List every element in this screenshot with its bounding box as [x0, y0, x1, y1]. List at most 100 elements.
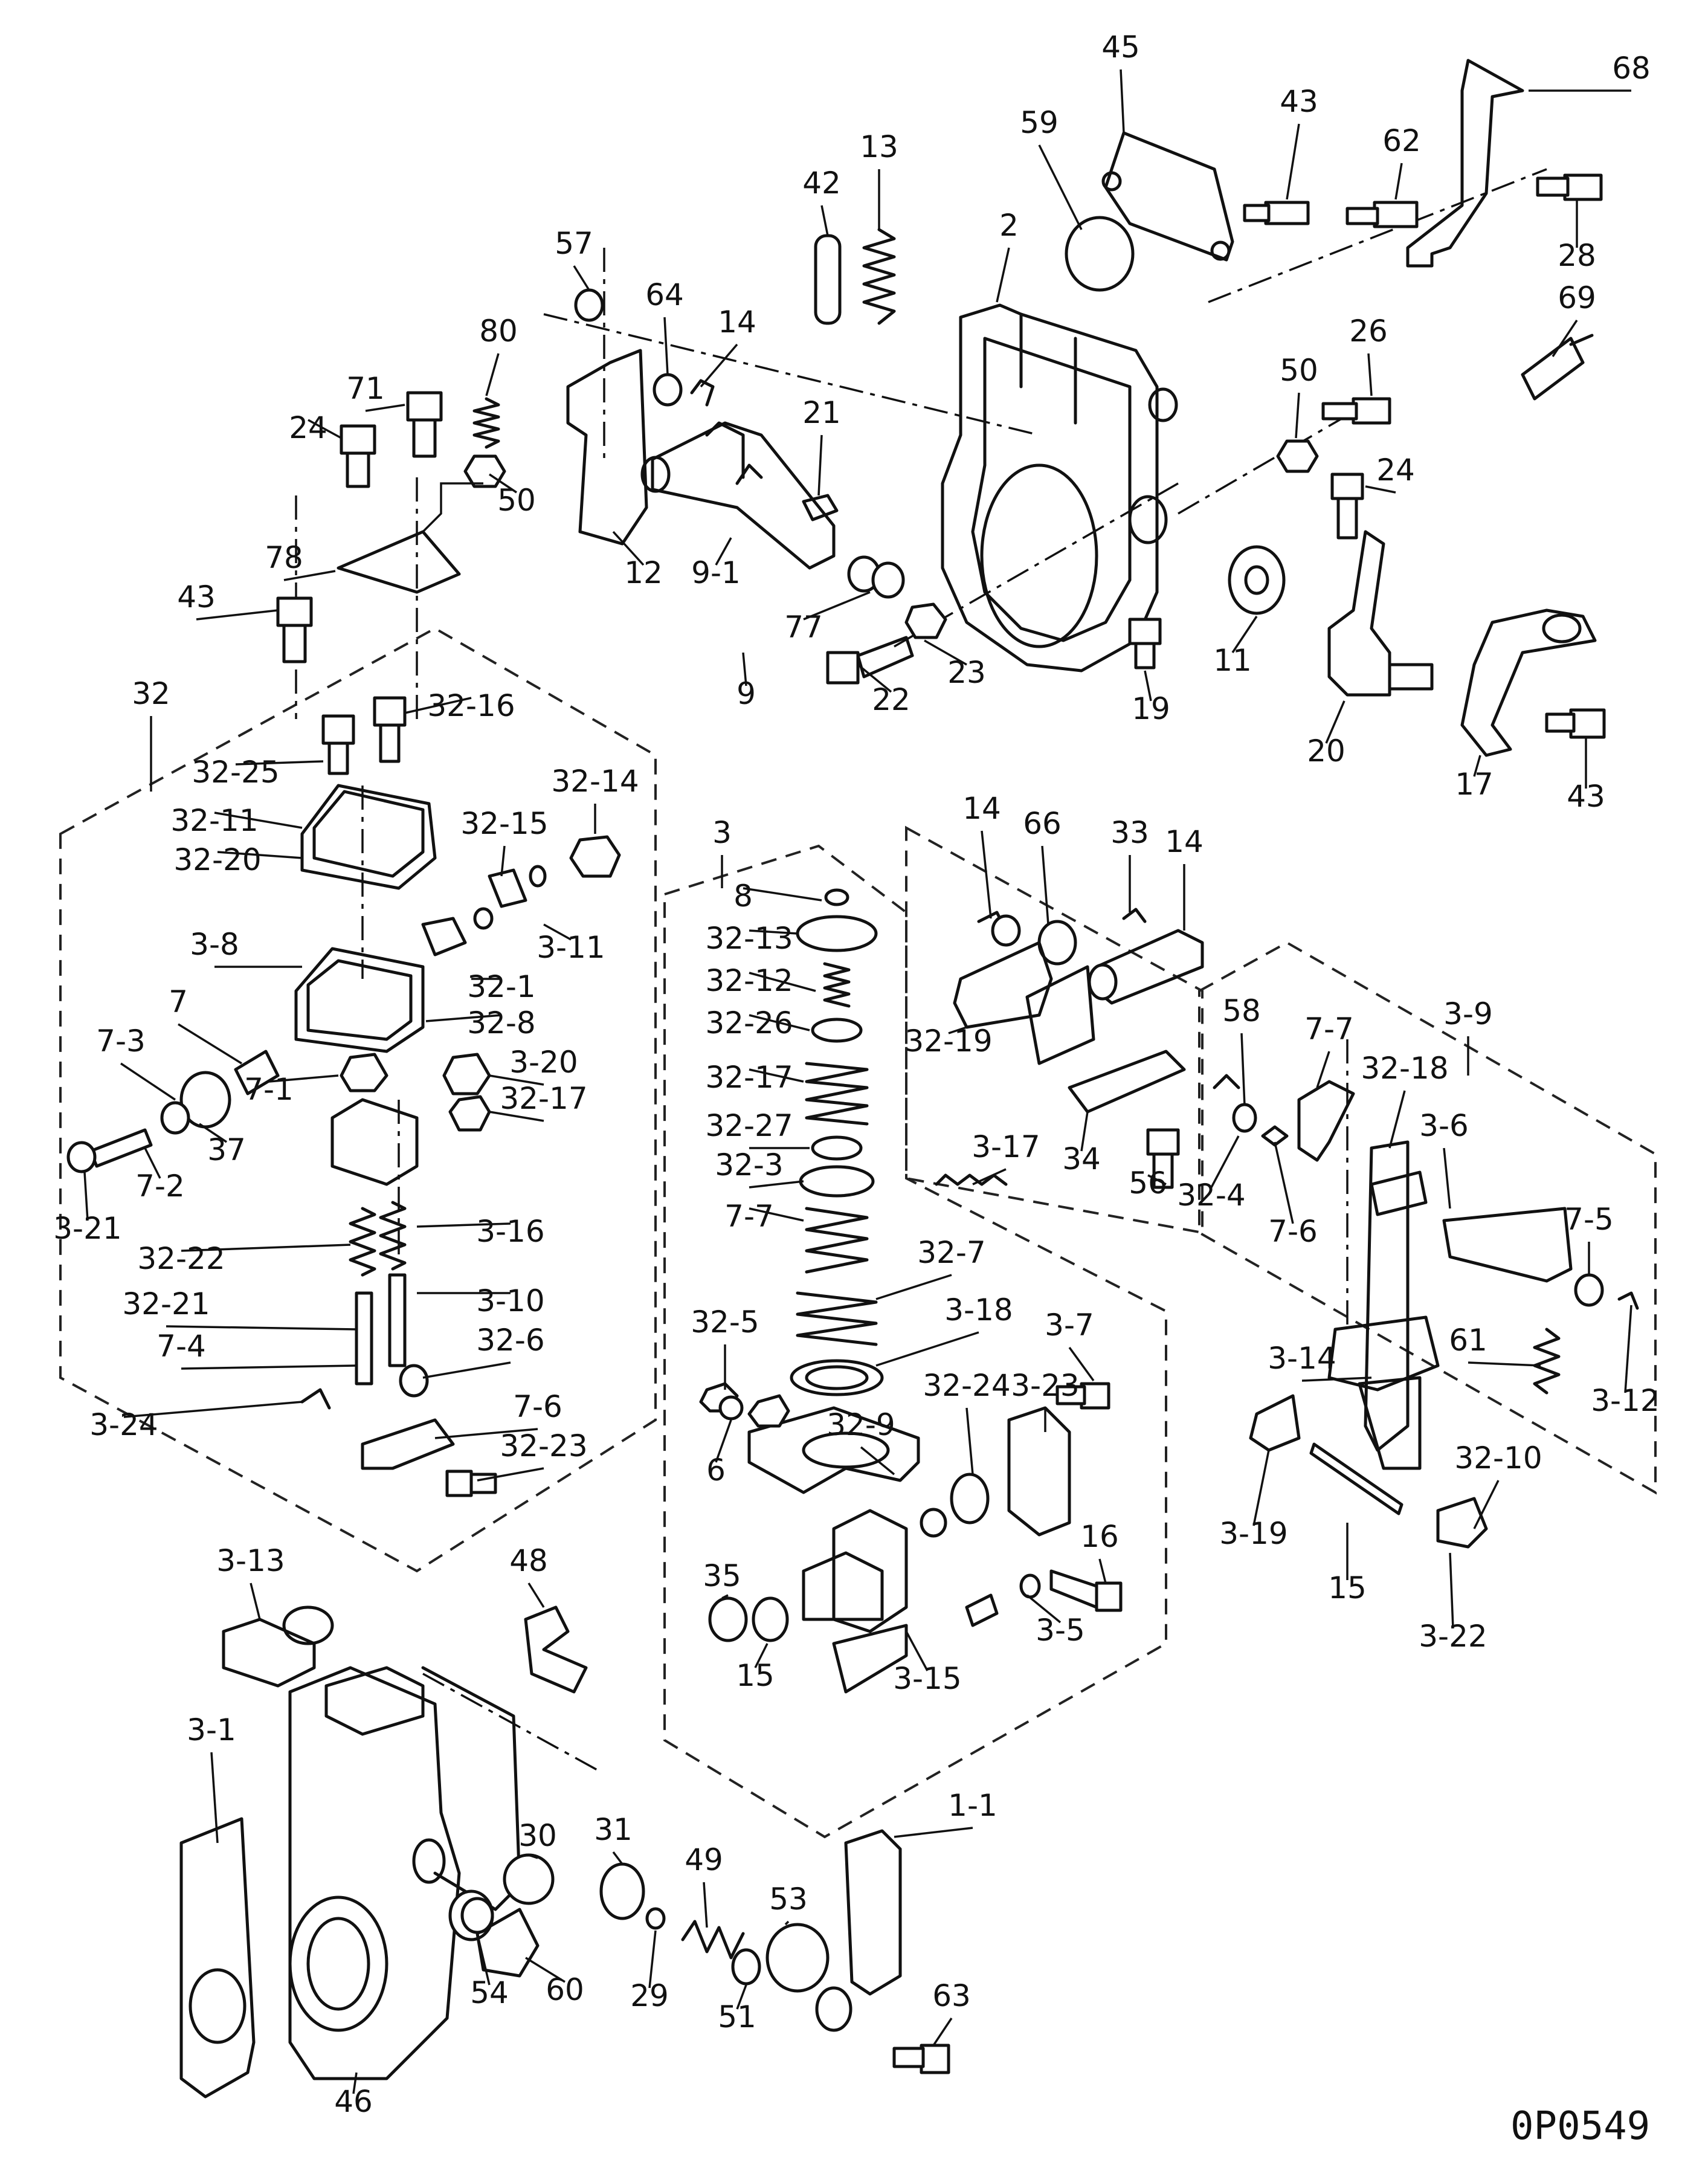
- bracket-eye: [815, 1986, 852, 2032]
- leader-line: [425, 1014, 502, 1022]
- leader-line: [996, 247, 1010, 303]
- callout-7: 7: [169, 984, 188, 1019]
- leader-line: [1252, 1450, 1270, 1526]
- bolt-part-24-right: [1330, 473, 1364, 540]
- leader-line: [612, 1851, 624, 1865]
- leader-line: [1041, 845, 1049, 925]
- plate-part-17: [1460, 608, 1597, 757]
- leader-line: [123, 1401, 303, 1418]
- leader-line: [749, 1014, 810, 1031]
- leader-line: [736, 1984, 747, 2010]
- spring-hook: [1569, 334, 1594, 346]
- bolt-part-22: [826, 636, 914, 685]
- callout-63: 63: [932, 1978, 971, 2013]
- callout-32-23: 32-23: [500, 1428, 587, 1463]
- leader-line: [181, 1364, 357, 1370]
- boundary-linkage-8: [905, 825, 1204, 1234]
- washer-part-60: [460, 1897, 494, 1934]
- callout-34: 34: [1062, 1141, 1101, 1176]
- callout-3-10: 3-10: [476, 1283, 544, 1318]
- leader-line: [525, 1957, 566, 1983]
- callout-32-14: 32-14: [551, 764, 639, 799]
- callout-3-1: 3-1: [187, 1712, 236, 1747]
- callout-68: 68: [1612, 51, 1651, 86]
- leader-line: [924, 639, 967, 666]
- leader-line: [573, 265, 590, 291]
- callout-7-5: 7-5: [1564, 1202, 1614, 1237]
- callout-15: 15: [1328, 1570, 1367, 1605]
- bolt-part-26: [1321, 397, 1391, 425]
- leader-line: [1080, 1111, 1089, 1152]
- clip-part-14-top: [690, 379, 715, 407]
- bushing-bore: [1244, 565, 1269, 595]
- callout-32-6: 32-6: [476, 1323, 544, 1358]
- leader-line: [83, 1172, 89, 1221]
- leader-line: [749, 1180, 804, 1189]
- leader-line: [972, 1168, 1007, 1186]
- callout-32-13: 32-13: [705, 921, 793, 956]
- leader-line: [1624, 1305, 1632, 1393]
- callout-58: 58: [1222, 993, 1261, 1028]
- callout-42: 42: [802, 166, 841, 201]
- callout-32-20: 32-20: [173, 842, 261, 877]
- leader-line: [178, 1023, 242, 1065]
- boundary-assembly-32: [59, 627, 657, 1573]
- leader-line: [404, 697, 472, 714]
- leader-line: [749, 972, 816, 992]
- pump-housing-part-1: [288, 1666, 521, 2080]
- callout-17: 17: [1455, 767, 1494, 802]
- callout-60: 60: [546, 1972, 584, 2007]
- leader-line: [1026, 1594, 1062, 1624]
- pin-part-42: [814, 234, 842, 325]
- leader-line: [1210, 1135, 1240, 1188]
- callout-31: 31: [594, 1812, 633, 1847]
- leader-line: [308, 419, 342, 439]
- callout-21: 21: [802, 395, 841, 430]
- callout-3-22: 3-22: [1419, 1619, 1487, 1654]
- plate-hole: [1542, 613, 1582, 644]
- callout-35: 35: [703, 1558, 741, 1593]
- washer-part-57: [574, 288, 604, 322]
- leader-line: [721, 1594, 729, 1599]
- assembly-32-parts: [66, 696, 621, 1497]
- plate-link: [422, 482, 483, 533]
- leader-line: [144, 1147, 161, 1179]
- spring-part-80: [472, 397, 500, 449]
- leader-line: [743, 887, 822, 902]
- callout-32-17: 32-17: [705, 1060, 793, 1095]
- o-ring-part-59: [1065, 216, 1135, 292]
- leader-line: [948, 1026, 967, 1034]
- leader-line: [217, 851, 303, 859]
- callout-7-4: 7-4: [156, 1329, 206, 1364]
- assembly-3-parts: [699, 888, 1123, 1694]
- callout-3-18: 3-18: [944, 1292, 1013, 1328]
- callout-13: 13: [860, 129, 898, 164]
- callout-78: 78: [265, 540, 303, 575]
- callout-2: 2: [999, 208, 1019, 243]
- leader-line: [981, 830, 992, 919]
- callout-14: 14: [718, 305, 756, 340]
- leader-line: [1120, 69, 1125, 134]
- leader-line: [612, 531, 645, 566]
- callout-3-23: 3-23: [1011, 1368, 1079, 1403]
- callout-69: 69: [1558, 280, 1596, 315]
- bolt-part-71: [406, 391, 443, 458]
- leader-line: [648, 1930, 657, 1989]
- leader-line: [1552, 320, 1578, 357]
- linkage-parts: [935, 908, 1204, 1189]
- callout-32-21: 32-21: [122, 1286, 210, 1321]
- plate-part-78: [337, 530, 461, 594]
- callout-32-25: 32-25: [192, 755, 279, 790]
- callout-9: 9: [736, 676, 756, 711]
- nut-part-23: [904, 602, 947, 639]
- bracket-part-35: [524, 1605, 588, 1694]
- governor-housing-part-2: [941, 303, 1178, 673]
- leader-line: [352, 2072, 358, 2094]
- leader-line: [875, 1331, 979, 1367]
- leader-line: [1388, 1090, 1406, 1149]
- callout-50: 50: [1280, 353, 1318, 388]
- leader-line: [1147, 1174, 1167, 1186]
- washer-part-64: [653, 373, 683, 407]
- bracket-part-49: [844, 1829, 902, 1996]
